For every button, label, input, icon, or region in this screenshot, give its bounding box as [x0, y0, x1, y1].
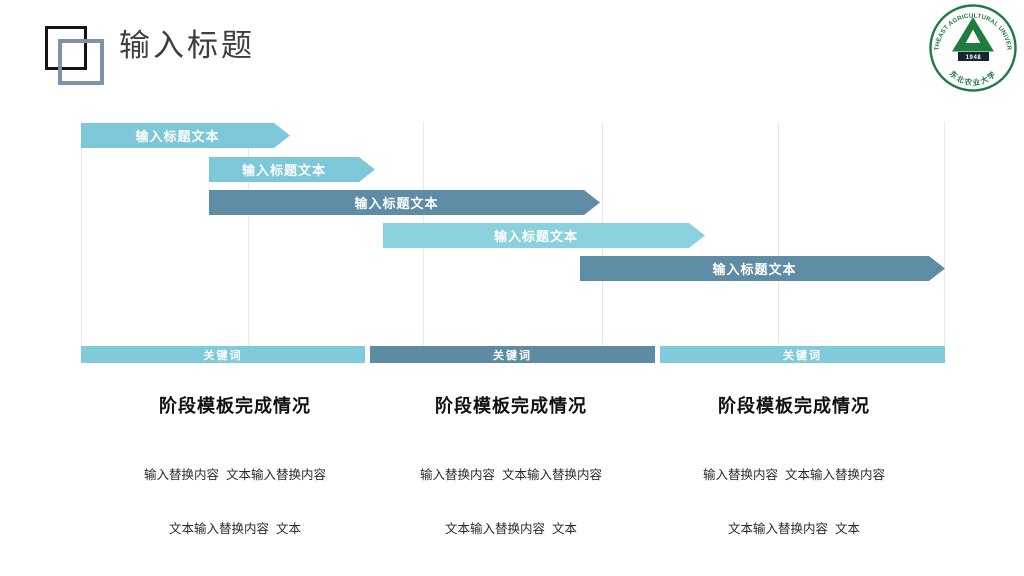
gantt-bar-3: 输入标题文本 — [209, 190, 600, 215]
gantt-bar-label: 输入标题文本 — [493, 229, 578, 244]
stage-column-1: 阶段模板完成情况 输入替换内容 文本输入替换内容 文本输入替换内容 文本 — [95, 395, 375, 574]
gantt-bar-5: 输入标题文本 — [580, 256, 945, 281]
gantt-bar-label: 输入标题文本 — [354, 196, 439, 211]
gantt-bar-4: 输入标题文本 — [383, 223, 705, 248]
stage-body-line-1: 输入替换内容 文本输入替换内容 — [703, 468, 885, 482]
stage-body-line-1: 输入替换内容 文本输入替换内容 — [420, 468, 602, 482]
gantt-bar-label: 输入标题文本 — [241, 163, 326, 178]
gridline — [778, 122, 779, 346]
gridline — [248, 122, 249, 346]
blue-square-icon — [58, 39, 104, 85]
keyword-label: 关键词 — [493, 349, 532, 362]
gantt-bar-1: 输入标题文本 — [81, 123, 290, 148]
gantt-bar-2: 输入标题文本 — [209, 157, 375, 182]
stage-body: 输入替换内容 文本输入替换内容 文本输入替换内容 文本 — [95, 430, 375, 574]
stage-body-line-2: 文本输入替换内容 文本 — [728, 522, 860, 536]
logo-year-band — [958, 52, 989, 61]
gantt-bar-label: 输入标题文本 — [135, 129, 220, 144]
page-title: 输入标题 — [119, 28, 255, 63]
keyword-bar-3: 关键词 — [660, 346, 945, 363]
keyword-bar-2: 关键词 — [370, 346, 655, 363]
stage-body: 输入替换内容 文本输入替换内容 文本输入替换内容 文本 — [371, 430, 651, 574]
stage-body-line-2: 文本输入替换内容 文本 — [169, 522, 301, 536]
university-logo: NORTHEAST AGRICULTURAL UNIVERSITY 1948 东… — [928, 3, 1017, 92]
stage-column-3: 阶段模板完成情况 输入替换内容 文本输入替换内容 文本输入替换内容 文本 — [654, 395, 934, 574]
logo-year: 1948 — [966, 55, 982, 61]
logo-letter-a-crossbar — [955, 43, 991, 49]
keyword-label: 关键词 — [203, 349, 243, 362]
keyword-label: 关键词 — [783, 349, 822, 362]
stage-heading: 阶段模板完成情况 — [159, 396, 311, 416]
stage-heading: 阶段模板完成情况 — [435, 396, 587, 416]
logo-letter-a — [952, 17, 994, 52]
gridline — [944, 122, 945, 346]
stage-column-2: 阶段模板完成情况 输入替换内容 文本输入替换内容 文本输入替换内容 文本 — [371, 395, 651, 574]
black-square-icon — [45, 26, 87, 70]
gridline — [81, 122, 82, 346]
logo-ring — [929, 4, 1017, 92]
stage-body-line-2: 文本输入替换内容 文本 — [445, 522, 577, 536]
stage-heading: 阶段模板完成情况 — [718, 396, 870, 416]
stage-body-line-1: 输入替换内容 文本输入替换内容 — [144, 468, 326, 482]
gantt-bar-label: 输入标题文本 — [712, 262, 797, 277]
stage-body: 输入替换内容 文本输入替换内容 文本输入替换内容 文本 — [654, 430, 934, 574]
keyword-bar-1: 关键词 — [81, 346, 365, 363]
